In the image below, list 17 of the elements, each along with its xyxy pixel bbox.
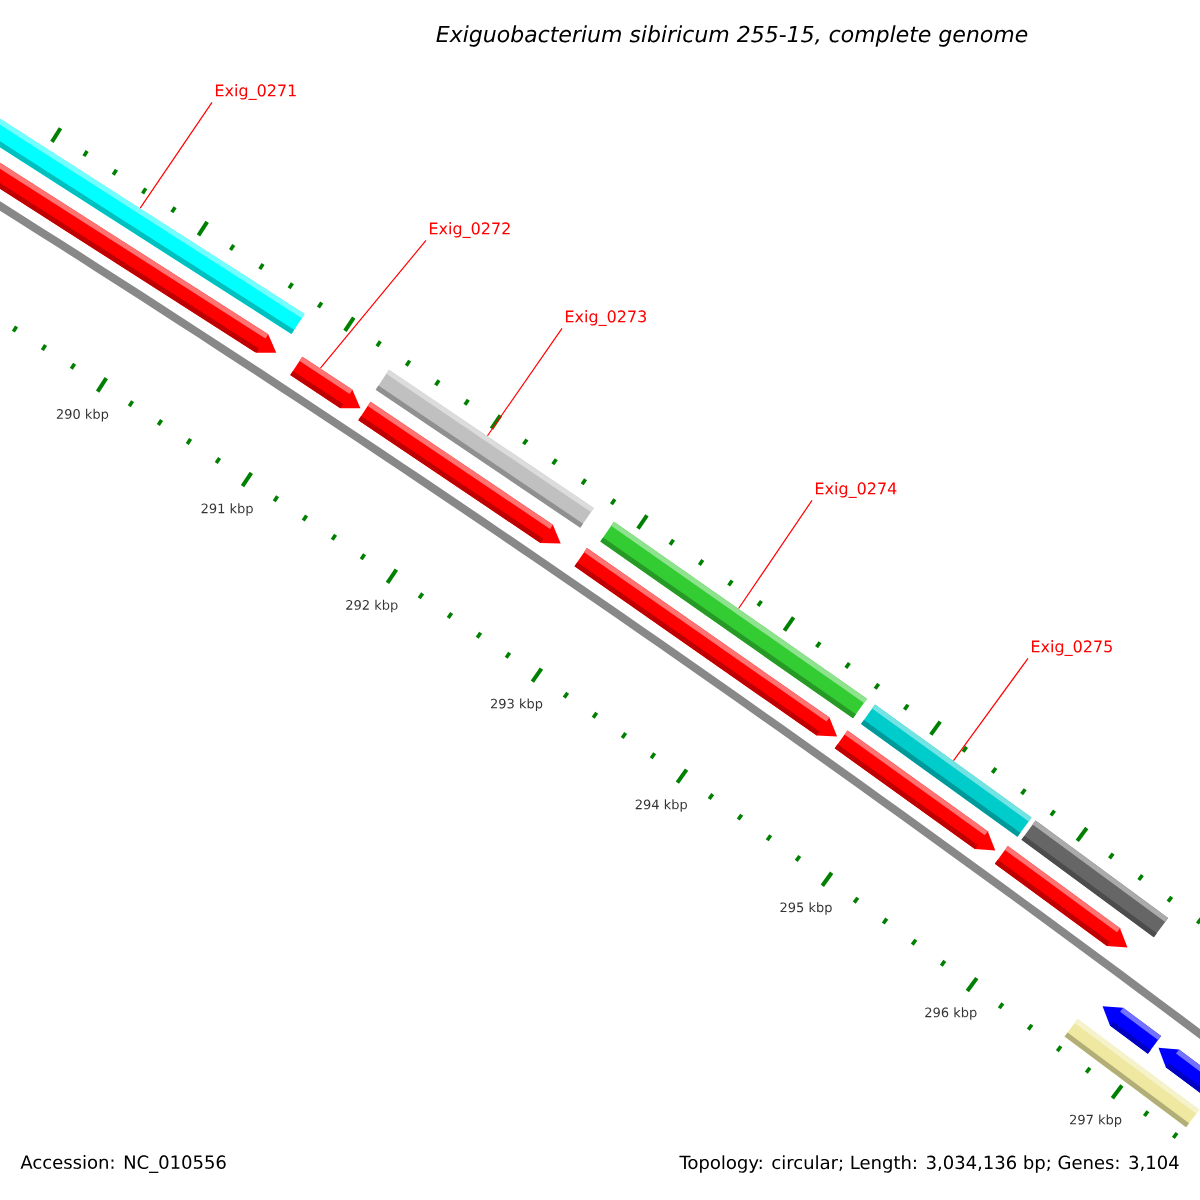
footer-text: Topology: circular; Length: 3,034,136 bp; Genes: 3,104 [679, 1155, 1179, 1173]
gene-bar [600, 521, 867, 719]
leader-line [139, 101, 213, 209]
gene-label: Exig_0275 [1032, 640, 1112, 656]
gene-label: Exig_0274 [816, 482, 897, 498]
gene-label: Exig_0272 [429, 222, 510, 238]
gene-bar [290, 356, 361, 409]
gene-label: Exig_0271 [215, 84, 296, 100]
gene-label: Exig_0273 [565, 310, 647, 326]
gene-bar [375, 369, 594, 528]
footer-text: Accession: NC_010556 [20, 1155, 226, 1173]
leader-line [486, 327, 563, 437]
title: Exiguobacterium sibiricum 255-15, complete genome [436, 25, 1028, 47]
gene-bar [861, 704, 1032, 837]
leader-line [952, 657, 1029, 762]
leader-line [738, 499, 813, 610]
leader-line [319, 239, 427, 369]
